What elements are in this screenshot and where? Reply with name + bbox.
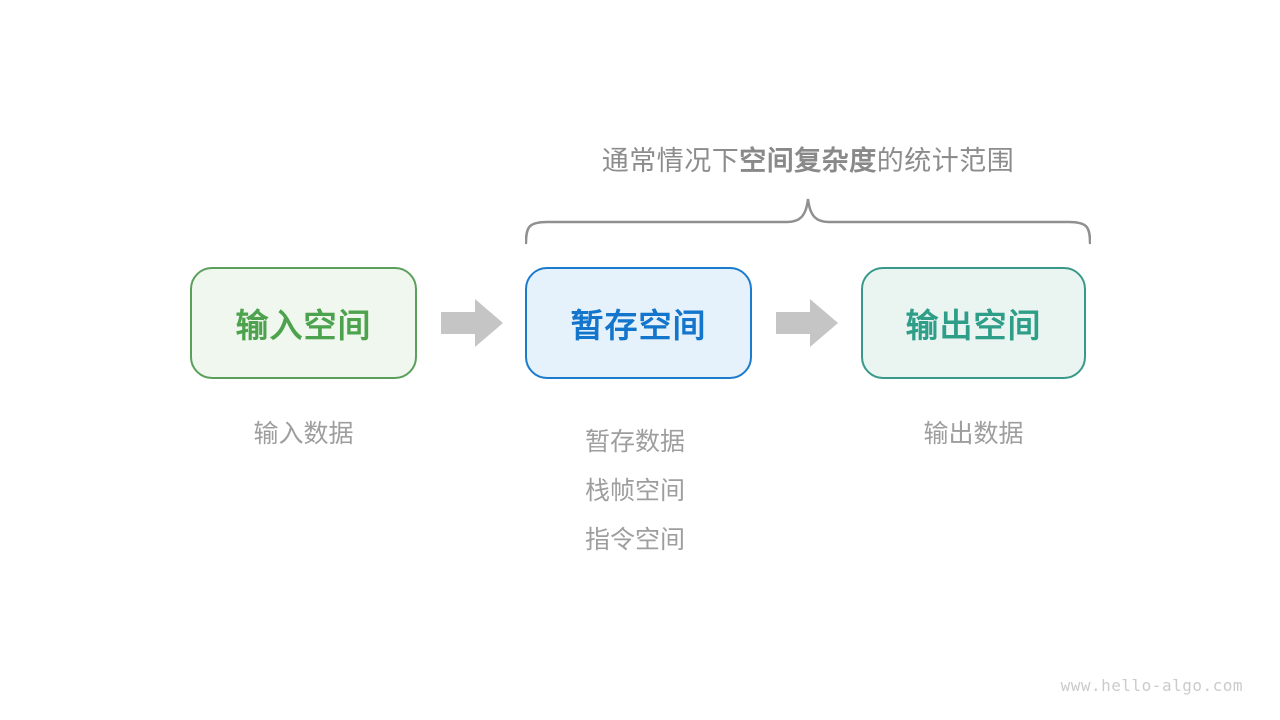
curly-brace-icon [525, 198, 1091, 245]
box-output-space: 输出空间 [861, 267, 1086, 379]
arrow-right-icon [441, 299, 503, 347]
box-input-space: 输入空间 [190, 267, 417, 379]
note-temp-column: 暂存数据 栈帧空间 指令空间 [585, 420, 685, 567]
watermark: www.hello-algo.com [1060, 676, 1243, 695]
note-temp-data: 暂存数据 [585, 428, 686, 456]
scope-title-prefix: 通常情况下 [601, 146, 740, 176]
box-temp-space: 暂存空间 [525, 267, 752, 379]
box-temp-space-label: 暂存空间 [570, 307, 707, 344]
scope-title-bold-term: 空间复杂度 [739, 146, 877, 176]
note-instruction-space: 指令空间 [585, 526, 686, 554]
box-input-space-label: 输入空间 [235, 307, 372, 344]
box-output-space-label: 输出空间 [905, 307, 1042, 344]
note-stack-frame-space: 栈帧空间 [585, 477, 686, 505]
note-input-data: 输入数据 [253, 420, 354, 448]
scope-title-suffix: 的统计范围 [876, 146, 1015, 176]
arrow-right-icon [776, 299, 838, 347]
note-output-data: 输出数据 [923, 420, 1024, 448]
scope-title: 通常情况下空间复杂度的统计范围 [525, 146, 1091, 176]
